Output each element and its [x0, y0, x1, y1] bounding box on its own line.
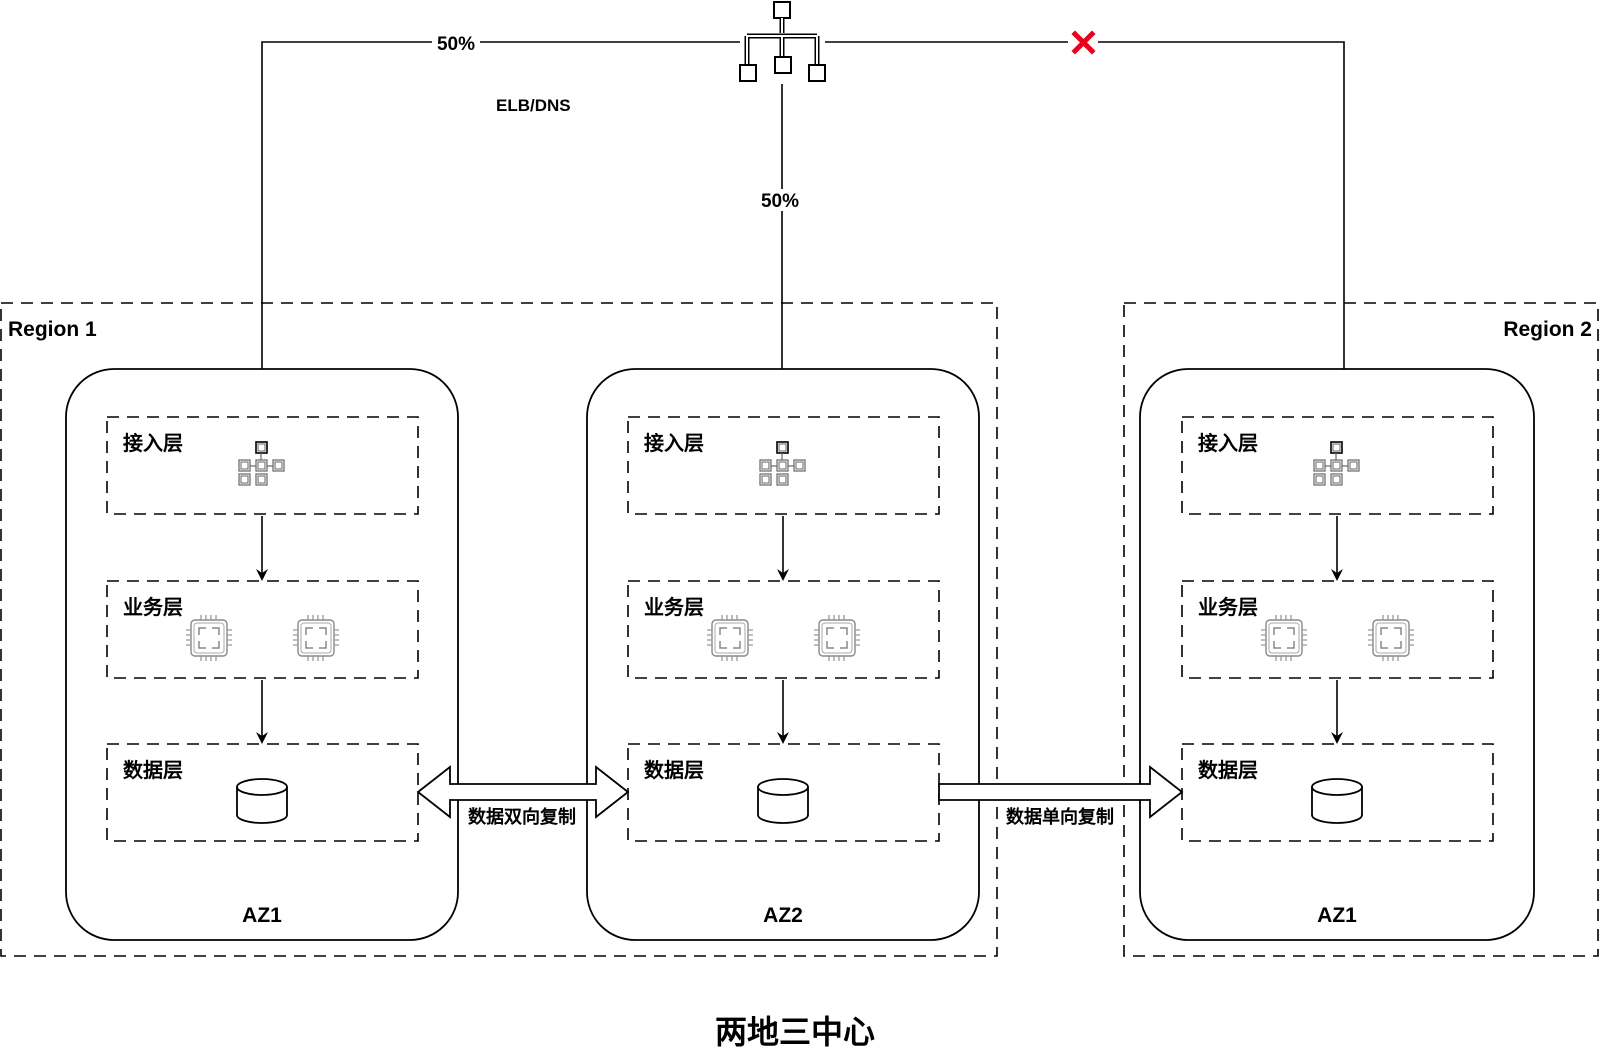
- az-label: AZ1: [1317, 904, 1357, 927]
- cpu-chip-icon: [1260, 614, 1308, 662]
- layer-label: 数据层: [1198, 758, 1258, 782]
- az-label: AZ1: [242, 904, 282, 927]
- database-icon: [757, 778, 809, 824]
- region-2: Region 2: [1123, 302, 1599, 957]
- link-to-region2-az1[interactable]: [825, 30, 1350, 424]
- cpu-chip-icon: [292, 614, 340, 662]
- bidirectional-replication-arrow[interactable]: 数据双向复制: [416, 765, 630, 827]
- layer-label: 业务层: [123, 595, 183, 619]
- az-region1-az1: 接入层 业务层 数据层 AZ1: [65, 368, 459, 941]
- region-2-label: Region 2: [1503, 318, 1592, 341]
- az-region2-az1: 接入层 业务层 数据层 AZ1: [1139, 368, 1535, 941]
- diagram-title: 两地三中心: [715, 1014, 875, 1050]
- cpu-chip-icon: [1367, 614, 1415, 662]
- elb-dns-label: ELB/DNS: [496, 96, 571, 115]
- replication-label: 数据双向复制: [468, 806, 576, 827]
- layer-label: 数据层: [644, 758, 704, 782]
- layer-label: 接入层: [123, 432, 183, 455]
- az-label: AZ2: [763, 904, 803, 927]
- weight-label-az2: 50%: [761, 191, 799, 212]
- unidirectional-replication-arrow[interactable]: 数据单向复制: [938, 765, 1184, 827]
- weight-label-az1: 50%: [437, 34, 475, 55]
- layer-label: 业务层: [1198, 595, 1258, 619]
- database-icon: [1311, 778, 1363, 824]
- layer-label: 接入层: [1198, 432, 1258, 455]
- layer-label: 业务层: [644, 595, 704, 619]
- cpu-chip-icon: [185, 614, 233, 662]
- database-icon: [236, 778, 288, 824]
- cpu-chip-icon: [813, 614, 861, 662]
- layer-label: 接入层: [644, 432, 704, 455]
- az-region1-az2: 接入层 业务层 数据层 AZ2: [586, 368, 980, 941]
- link-to-region1-az2[interactable]: 50%: [755, 84, 809, 417]
- region-1-label: Region 1: [8, 318, 97, 341]
- region-1: Region 1: [0, 302, 998, 957]
- red-x-icon: [1071, 30, 1096, 55]
- replication-label: 数据单向复制: [1006, 806, 1114, 827]
- load-balancer-icon: [739, 1, 826, 82]
- layer-label: 数据层: [123, 758, 183, 782]
- cpu-chip-icon: [706, 614, 754, 662]
- link-to-region1-az1[interactable]: 50%: [256, 32, 740, 417]
